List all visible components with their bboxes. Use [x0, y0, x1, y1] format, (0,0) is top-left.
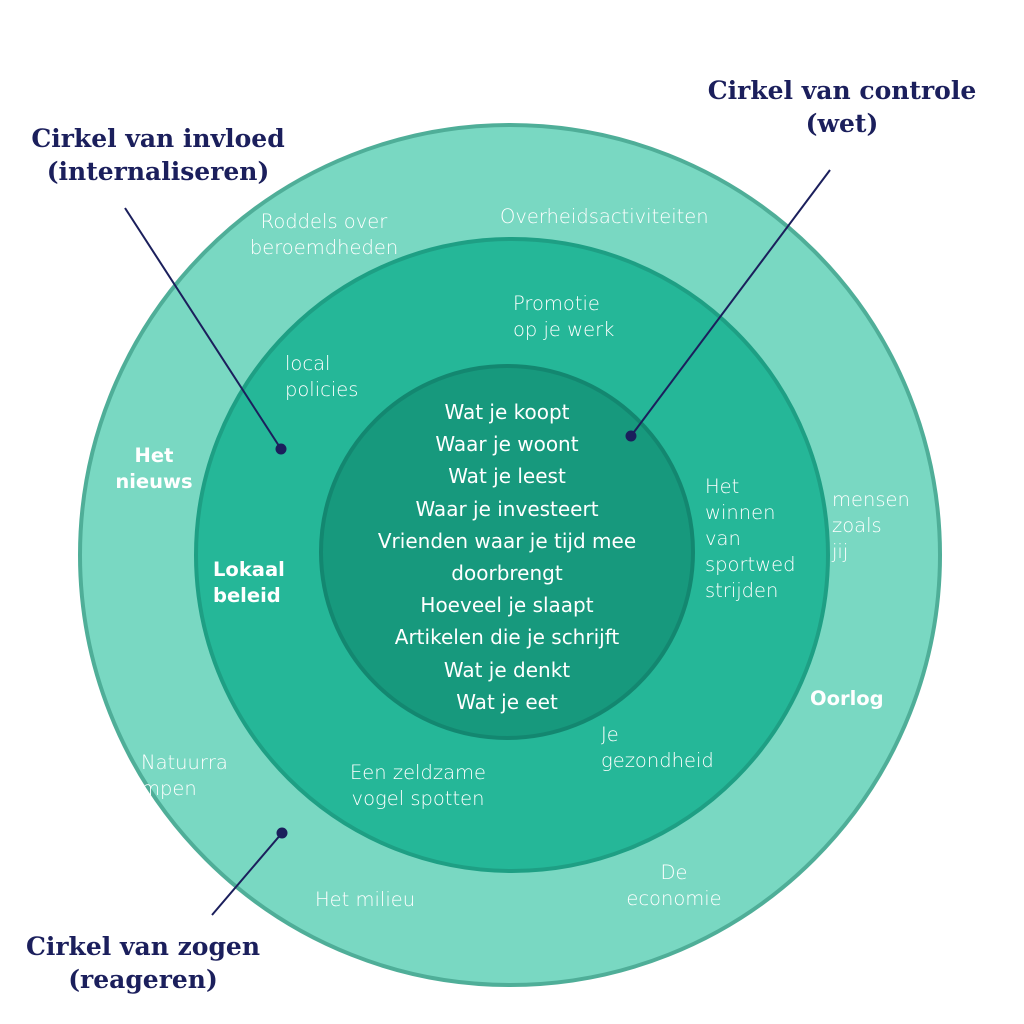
item-line: jij: [832, 540, 849, 563]
item-line: De: [660, 861, 688, 884]
item-line: Natuurra: [141, 751, 228, 774]
item-line: beleid: [213, 584, 281, 607]
pointer-dot-zogen: [276, 827, 288, 839]
item-line: Promotie: [513, 292, 600, 315]
item-mensen: mensen zoals jij: [832, 487, 910, 565]
item-nieuws: Het nieuws: [115, 443, 192, 495]
pointer-line-controle: [630, 169, 831, 437]
item-line: Roddels over: [260, 210, 388, 233]
item-line: gezondheid: [601, 749, 714, 772]
item-milieu: Het milieu: [315, 887, 415, 913]
pointer-line-zogen: [211, 832, 283, 916]
inner-item: Waar je woont: [435, 432, 579, 457]
item-line: Het: [134, 444, 174, 467]
item-line: op je werk: [513, 318, 615, 341]
item-line: mensen: [832, 488, 910, 511]
inner-item: doorbrengt: [451, 561, 563, 586]
item-gezondheid: Je gezondheid: [601, 722, 714, 774]
item-line: economie: [626, 887, 722, 910]
item-line: vogel spotten: [351, 787, 485, 810]
inner-item: Wat je eet: [456, 689, 558, 714]
item-line: Lokaal: [213, 558, 285, 581]
item-local-policies: local policies: [285, 351, 358, 403]
label-title: Cirkel van invloed: [31, 124, 285, 153]
pointer-dot-invloed: [275, 443, 287, 455]
pointer-dot-controle: [625, 430, 637, 442]
item-promotie: Promotie op je werk: [513, 291, 614, 343]
label-cirkel-van-invloed: Cirkel van invloed (internaliseren): [31, 122, 284, 188]
item-line: winnen: [705, 501, 776, 524]
item-line: mpen: [141, 777, 197, 800]
item-overheid: Overheidsactiviteiten: [500, 204, 709, 230]
item-oorlog: Oorlog: [810, 686, 884, 712]
inner-item: Wat je koopt: [444, 400, 570, 424]
item-line: Oorlog: [810, 687, 884, 710]
pointer-line-invloed: [124, 207, 282, 450]
item-lokaal-beleid: Lokaal beleid: [213, 557, 285, 609]
inner-item: Wat je denkt: [443, 657, 571, 682]
item-line: local: [285, 352, 331, 375]
item-line: Je: [601, 723, 619, 746]
item-line: Een zeldzame: [349, 761, 487, 784]
item-line: van: [705, 527, 741, 550]
item-economie: De economie: [626, 860, 721, 912]
inner-item: Hoeveel je slaapt: [420, 593, 594, 618]
label-cirkel-van-zogen: Cirkel van zogen (reageren): [26, 930, 260, 996]
item-sportweddenschappen: Het winnen van sportwed strijden: [705, 474, 795, 604]
item-line: sportwed: [705, 553, 796, 576]
label-title: Cirkel van controle: [707, 76, 977, 105]
item-line: nieuws: [115, 470, 193, 493]
inner-items-list: Wat je koopt Waar je woont Wat je leest …: [378, 396, 636, 718]
item-line: Overheidsactiviteiten: [500, 205, 709, 228]
label-subtitle: (reageren): [68, 965, 218, 994]
inner-item: Wat je leest: [448, 464, 566, 489]
item-vogel-spotten: Een zeldzame vogel spotten: [350, 760, 486, 812]
label-subtitle: (internaliseren): [46, 157, 270, 186]
item-line: strijden: [705, 579, 779, 602]
inner-circle: [319, 364, 695, 740]
item-line: Het: [705, 475, 740, 498]
item-line: policies: [285, 378, 359, 401]
inner-item: Waar je investeert: [415, 496, 599, 521]
label-title: Cirkel van zogen: [25, 932, 261, 961]
inner-item: Vrienden waar je tijd mee: [377, 528, 637, 553]
item-line: Het milieu: [315, 888, 416, 911]
item-line: beroemdheden: [249, 236, 399, 259]
item-line: zoals: [832, 514, 882, 537]
label-cirkel-van-controle: Cirkel van controle (wet): [708, 74, 976, 140]
item-natuurrampen: Natuurra mpen: [141, 750, 228, 802]
label-subtitle: (wet): [805, 109, 879, 138]
inner-item: Artikelen die je schrijft: [394, 625, 620, 650]
item-roddels: Roddels over beroemdheden: [250, 209, 398, 261]
